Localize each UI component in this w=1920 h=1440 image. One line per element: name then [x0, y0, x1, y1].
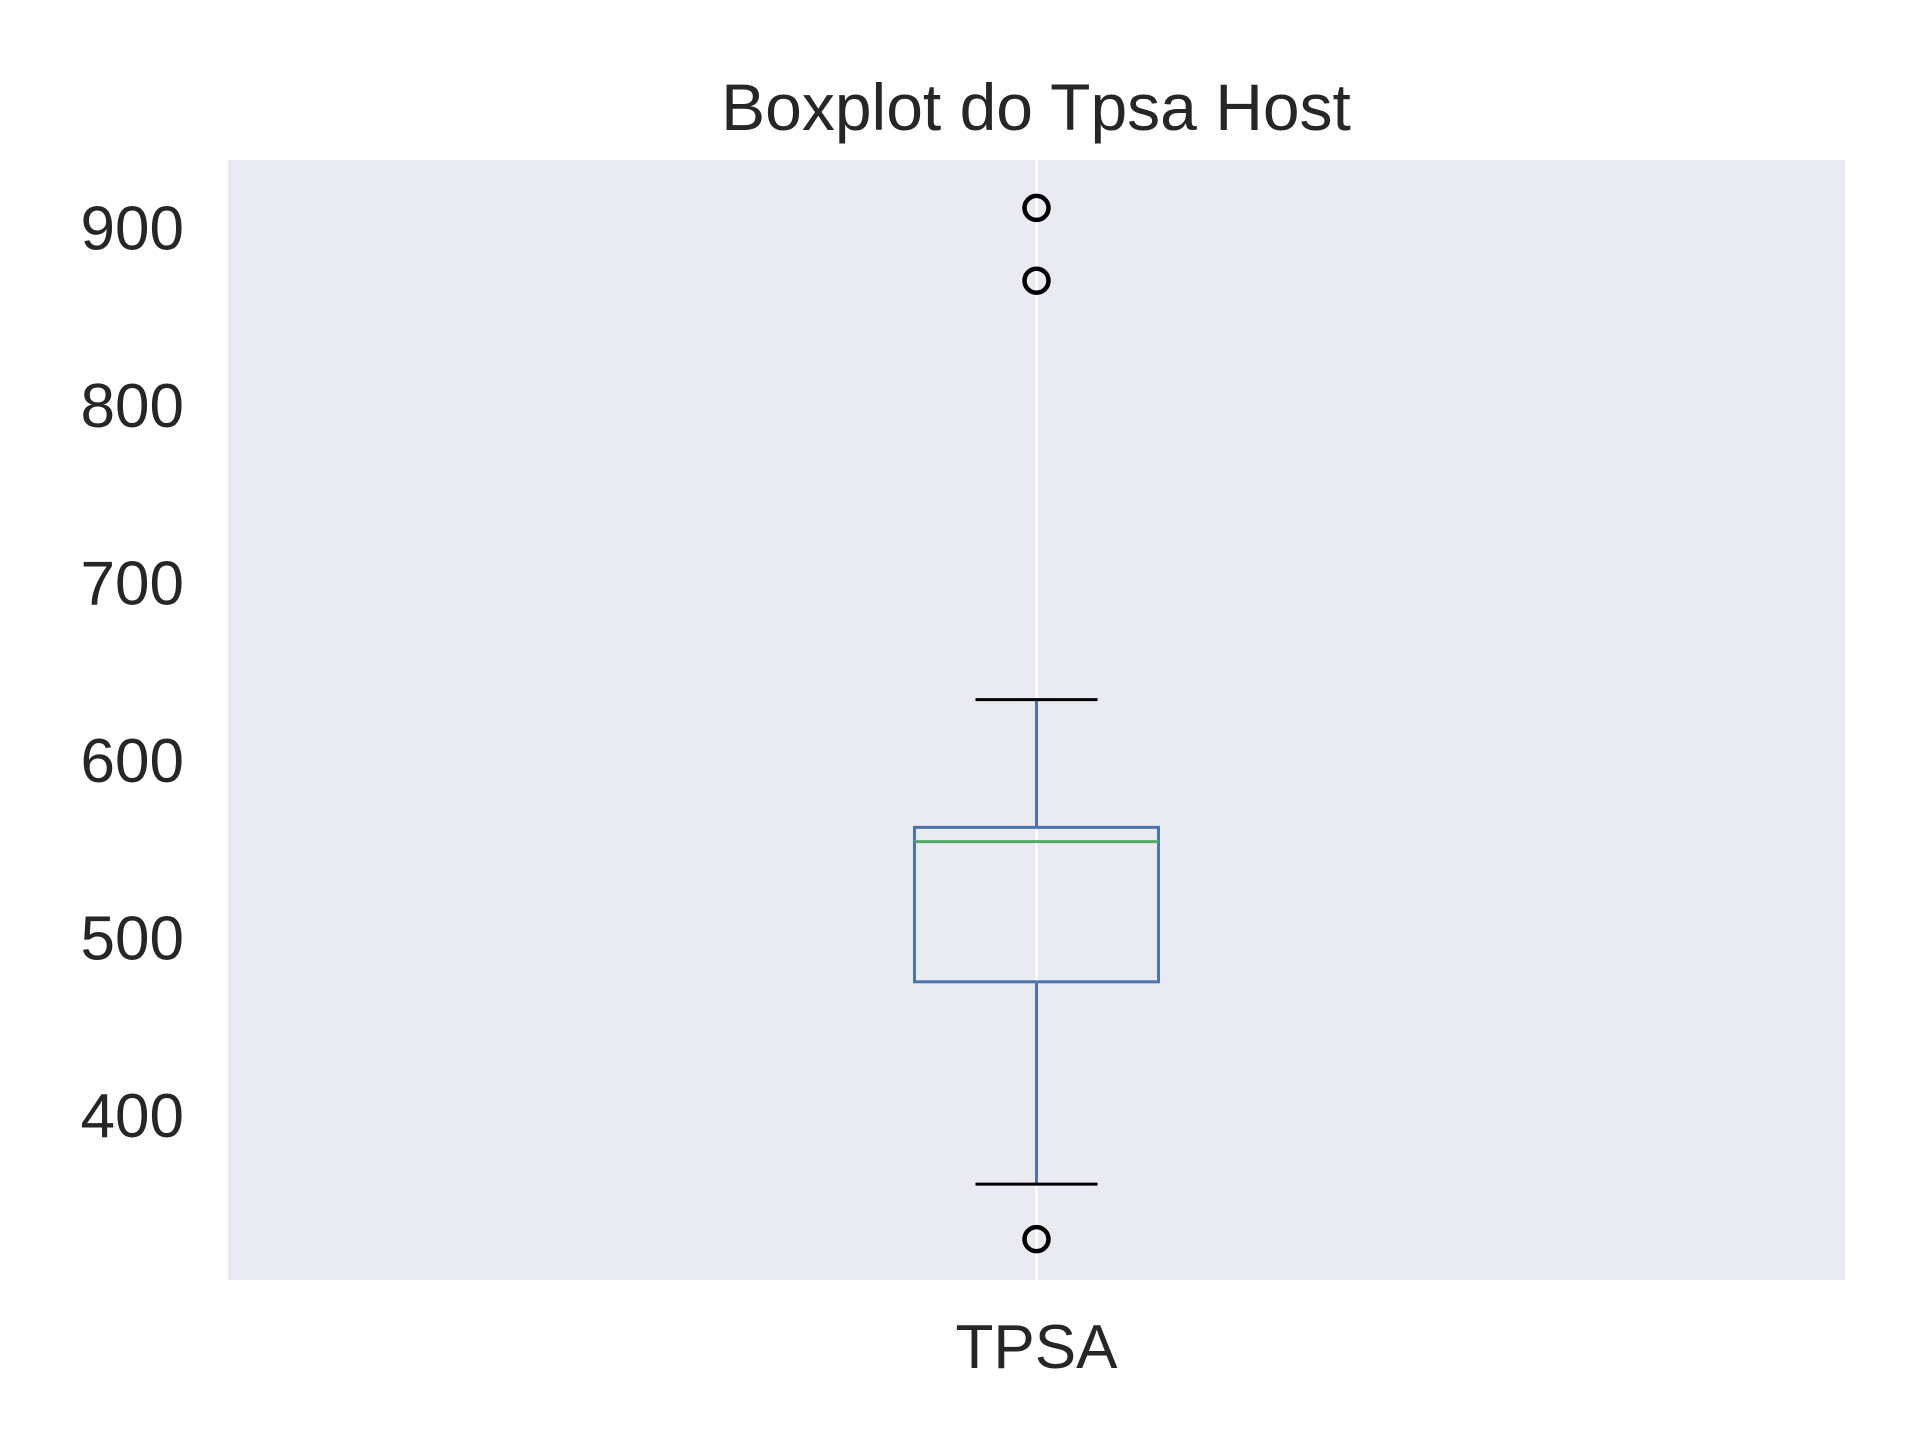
box-group — [913, 193, 1160, 1254]
chart-title: Boxplot do Tpsa Host — [721, 70, 1351, 144]
y-tick-label: 800 — [81, 372, 184, 441]
outlier-point — [1022, 1224, 1051, 1254]
y-tick-label: 500 — [81, 904, 184, 973]
y-tick-label: 700 — [81, 549, 184, 618]
y-tick-label: 400 — [81, 1082, 184, 1151]
y-axis-ticks: 400 500 600 700 800 900 — [81, 194, 184, 1150]
x-axis-ticks: TPSA — [956, 1313, 1119, 1382]
outlier-point — [1022, 266, 1051, 295]
y-tick-label: 600 — [81, 727, 184, 796]
box-layer — [913, 193, 1160, 1254]
outlier-point — [1022, 193, 1051, 223]
x-tick-label: TPSA — [956, 1313, 1119, 1382]
iqr-box — [913, 825, 1160, 984]
y-tick-label: 900 — [81, 194, 184, 263]
